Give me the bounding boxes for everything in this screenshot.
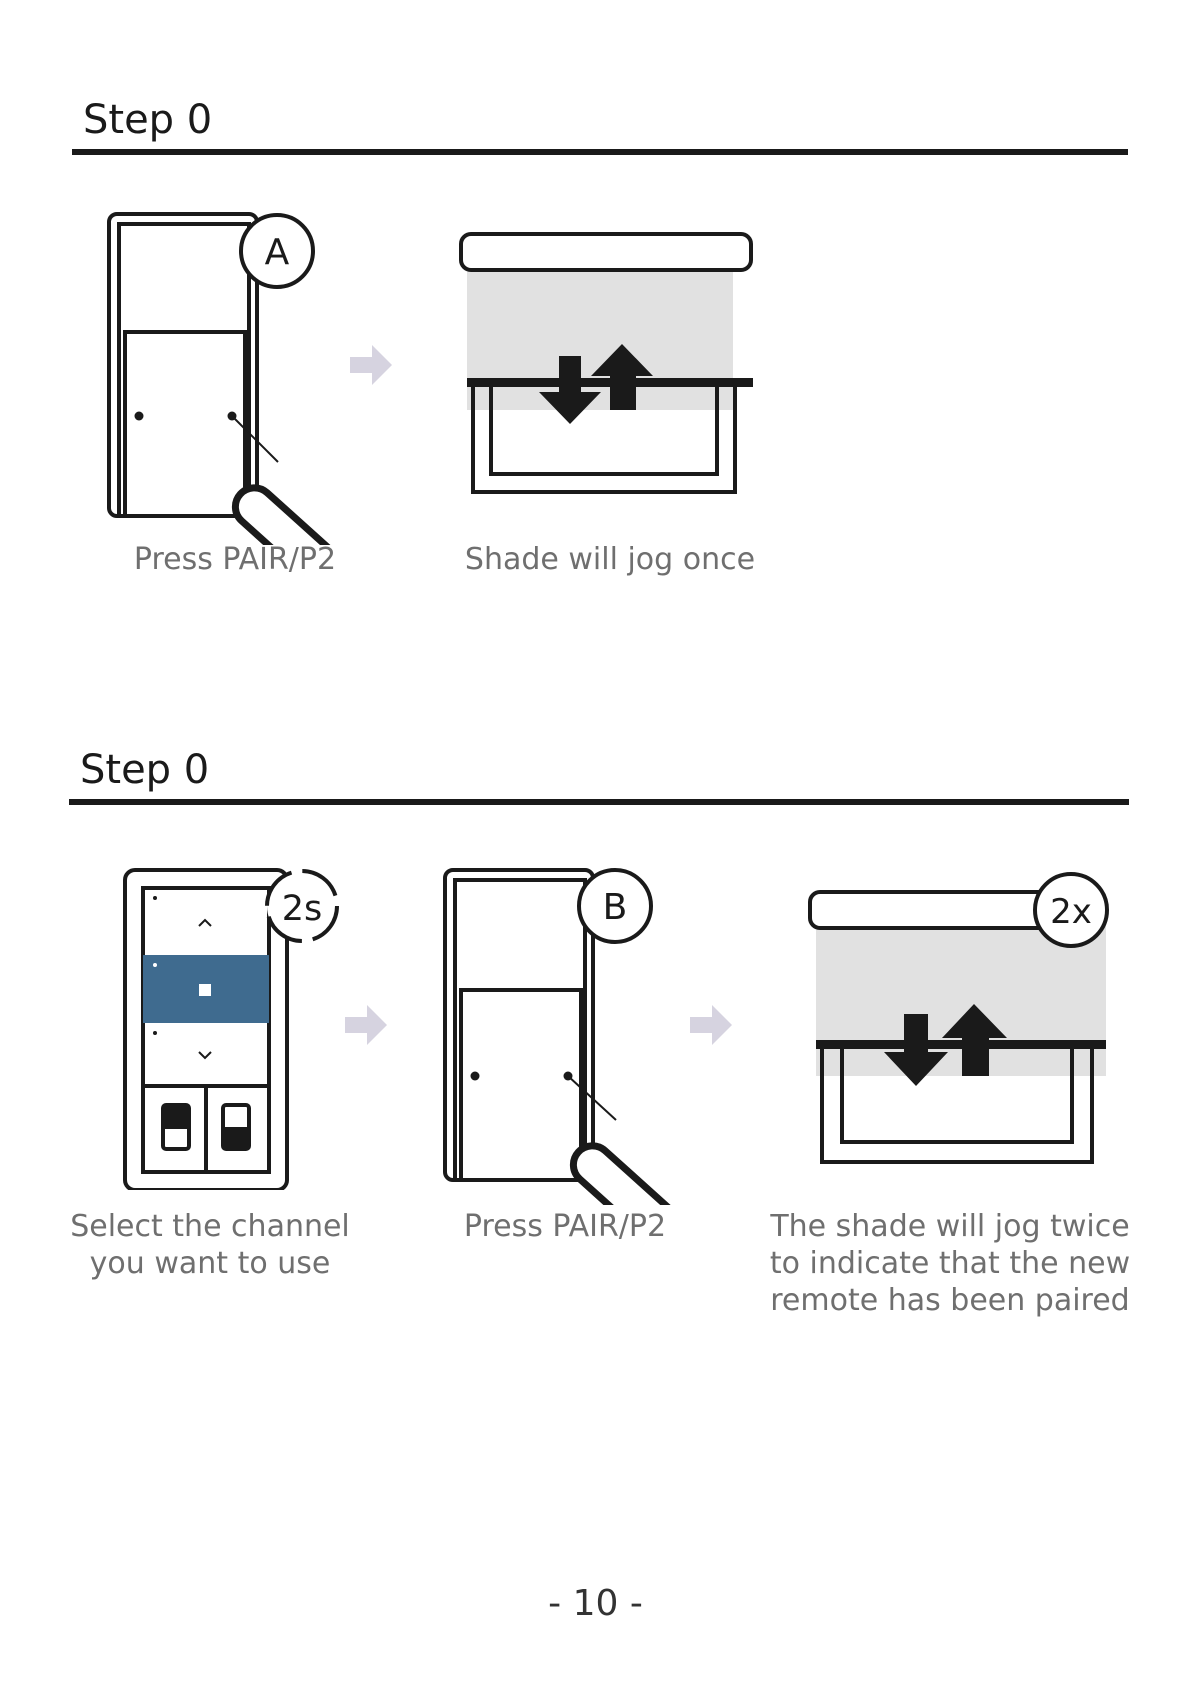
switch-left-icon [163,1105,189,1149]
badge-a: A [241,215,313,287]
receiver-pair-illustration-b: B [435,860,725,1205]
step-1-title: Step 0 [83,100,212,140]
caption-jog-twice-line-2: to indicate that the new [745,1245,1155,1282]
caption-select-line-1: Select the channel [40,1208,380,1245]
badge-2x: 2x [1035,874,1107,946]
caption-select-channel: Select the channel you want to use [40,1208,380,1282]
arrow-right-icon [690,1005,734,1045]
step-2-divider [69,799,1129,805]
caption-jog-twice-line-3: remote has been paired [745,1282,1155,1319]
timer-icon: 2s [267,871,337,941]
caption-select-line-2: you want to use [40,1245,380,1282]
badge-b: B [579,870,651,942]
arrow-right-icon [350,345,394,385]
caption-press-pair-2: Press PAIR/P2 [420,1208,710,1245]
svg-text:A: A [265,232,290,273]
shade-jog-twice-illustration: 2x [800,866,1120,1166]
shade-jog-illustration [455,230,755,500]
caption-jog-twice: The shade will jog twice to indicate tha… [745,1208,1155,1319]
step-1-divider [72,149,1128,155]
receiver-pair-illustration-a: A [95,200,385,545]
caption-press-pair-1: Press PAIR/P2 [95,541,375,578]
arrow-right-icon [345,1005,389,1045]
switch-right-icon [223,1105,249,1149]
step-2-title: Step 0 [80,750,209,790]
stop-button-icon [199,984,211,996]
remote-channel-illustration: 2s [115,860,355,1190]
caption-jog-once: Shade will jog once [445,541,775,578]
page-number: - 10 - [0,1583,1191,1624]
chevron-up-icon [199,920,211,926]
svg-text:2x: 2x [1050,892,1092,932]
svg-text:2s: 2s [282,889,323,929]
chevron-down-icon [199,1052,211,1058]
svg-text:B: B [603,887,628,928]
caption-jog-twice-line-1: The shade will jog twice [745,1208,1155,1245]
